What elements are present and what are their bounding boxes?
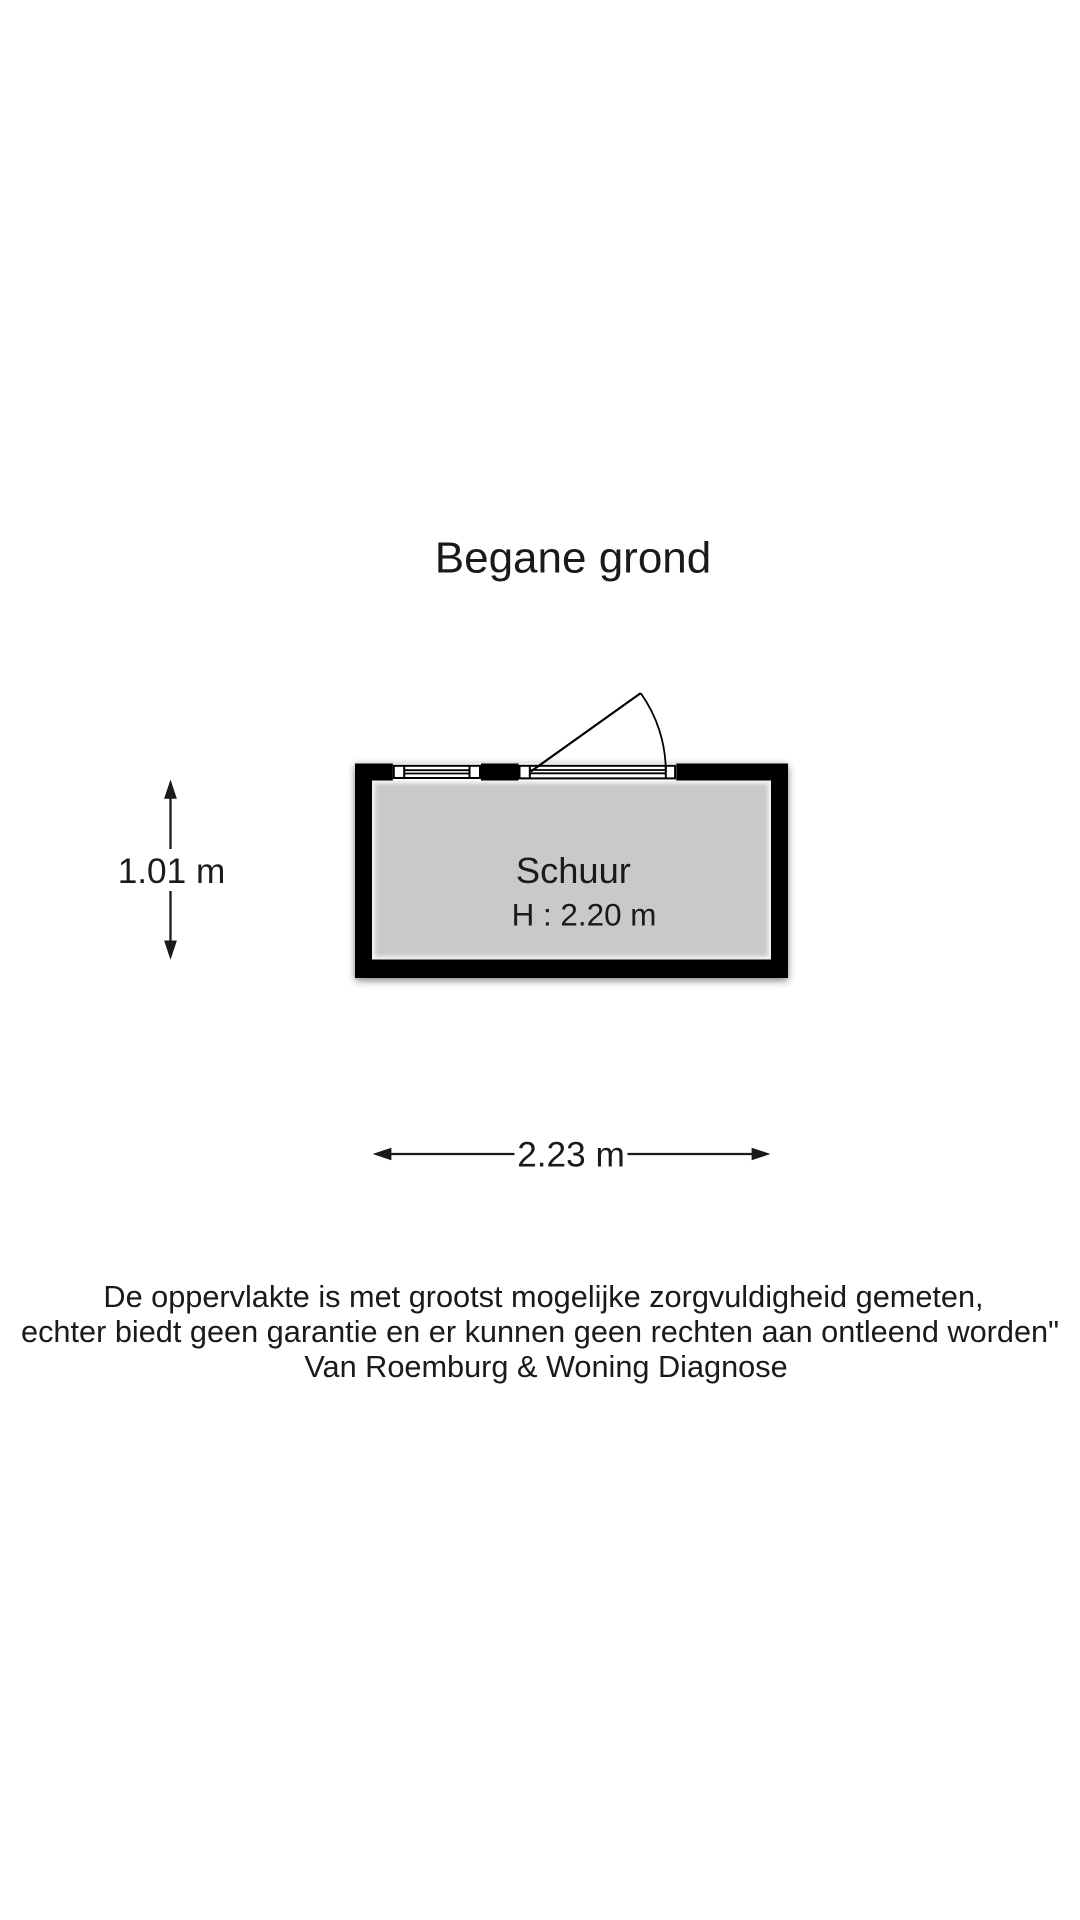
svg-text:1.01 m: 1.01 m xyxy=(118,852,226,891)
svg-text:echter biedt geen garantie en: echter biedt geen garantie en er kunnen … xyxy=(21,1314,1059,1349)
svg-text:Van Roemburg & Woning Diagnose: Van Roemburg & Woning Diagnose xyxy=(304,1349,787,1384)
svg-text:2.23 m: 2.23 m xyxy=(517,1136,625,1175)
svg-text:Begane grond: Begane grond xyxy=(435,534,711,583)
svg-text:Schuur: Schuur xyxy=(516,850,631,891)
svg-text:H : 2.20 m: H : 2.20 m xyxy=(512,898,657,933)
svg-text:De oppervlakte is met grootst: De oppervlakte is met grootst mogelijke … xyxy=(103,1279,983,1314)
